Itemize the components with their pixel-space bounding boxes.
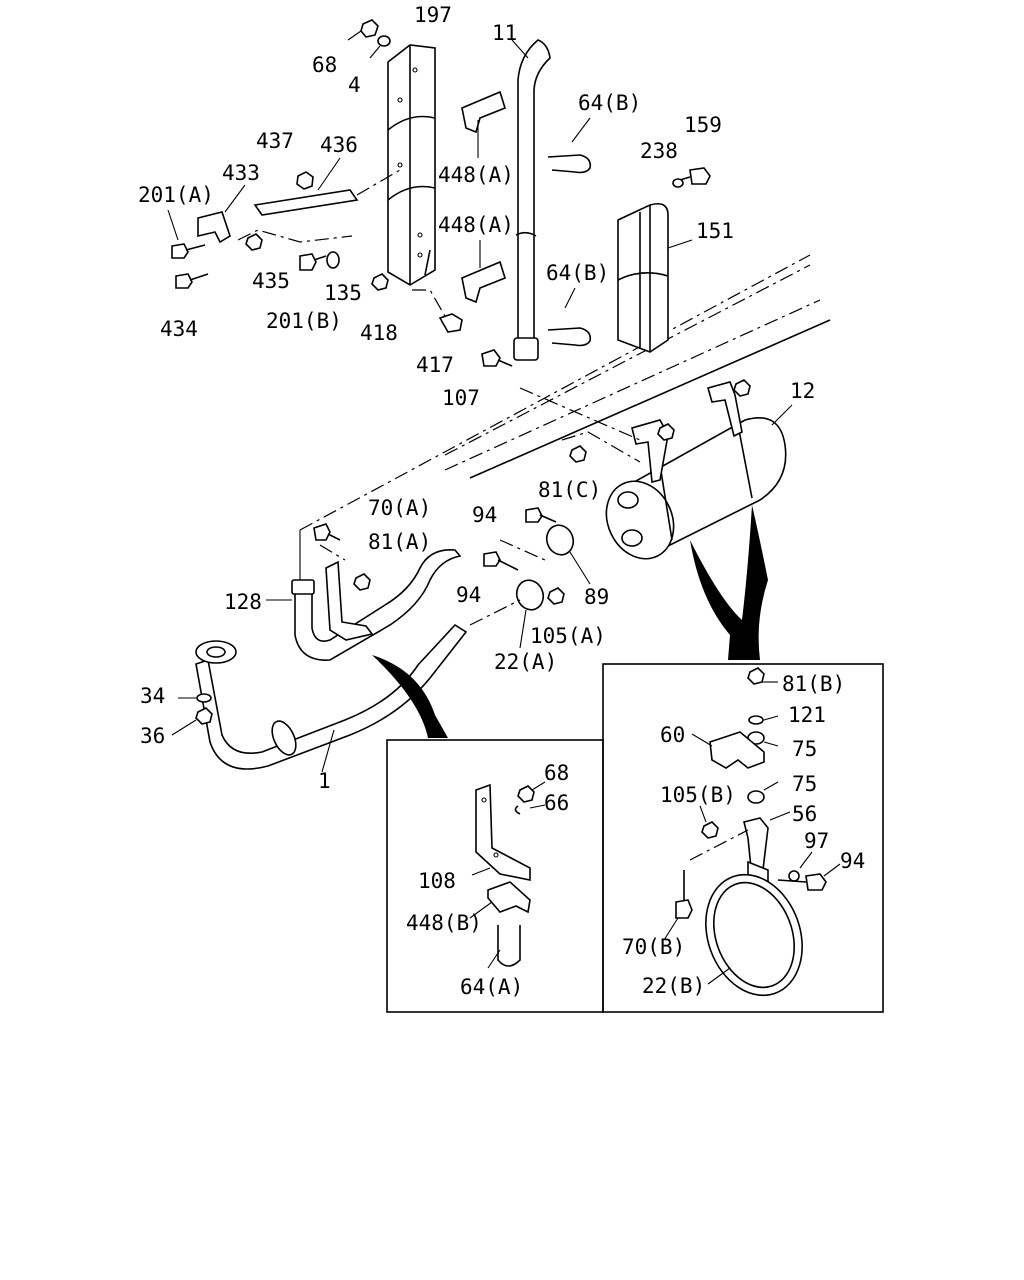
label-435: 435 <box>252 269 290 293</box>
nut-68-top <box>347 19 379 41</box>
label-60: 60 <box>660 723 685 747</box>
label-70b: 70(B) <box>622 935 685 959</box>
label-151: 151 <box>696 219 734 243</box>
label-89: 89 <box>584 585 609 609</box>
label-448a-middle: 448(A) <box>438 213 514 237</box>
part-labels: 197 68 4 11 64(B) 437 436 433 201(A) 448… <box>138 3 865 999</box>
label-68-top: 68 <box>312 53 337 77</box>
label-238: 238 <box>640 139 678 163</box>
label-433: 433 <box>222 161 260 185</box>
bolt-107 <box>481 349 513 367</box>
heat-shield-151 <box>617 202 693 353</box>
bracket-197 <box>387 44 436 286</box>
label-105a: 105(A) <box>530 624 606 648</box>
label-36: 36 <box>140 724 165 748</box>
washer-34 <box>178 693 212 703</box>
label-121: 121 <box>788 703 826 727</box>
label-12: 12 <box>790 379 815 403</box>
label-94-upper: 94 <box>472 503 497 527</box>
washer-238 <box>672 178 684 188</box>
clamp-448a-middle <box>461 240 506 304</box>
label-64b-top: 64(B) <box>578 91 641 115</box>
label-75-upper: 75 <box>792 737 817 761</box>
label-197: 197 <box>414 3 452 27</box>
nut-437 <box>296 171 314 190</box>
washer-4 <box>369 35 391 59</box>
frame-rails <box>299 254 831 585</box>
label-201b: 201(B) <box>266 309 342 333</box>
label-81b: 81(B) <box>782 672 845 696</box>
label-434: 434 <box>160 317 198 341</box>
u-bolt-64b-top <box>547 117 592 174</box>
bolt-201b <box>299 253 327 271</box>
nut-418 <box>371 273 389 291</box>
label-34: 34 <box>140 684 165 708</box>
tail-pipe-11 <box>511 39 551 361</box>
clamp-22a <box>469 579 545 649</box>
muffler-hanger <box>631 379 751 484</box>
label-448b: 448(B) <box>406 911 482 935</box>
detail-box-left <box>386 739 604 1013</box>
nut-435 <box>245 233 263 251</box>
label-417: 417 <box>416 353 454 377</box>
label-1: 1 <box>318 769 331 793</box>
label-128: 128 <box>224 590 262 614</box>
nut-105a <box>547 587 565 605</box>
label-437: 437 <box>256 129 294 153</box>
bolt-94-upper <box>525 507 557 523</box>
nut-81c <box>561 431 641 463</box>
label-22a: 22(A) <box>494 650 557 674</box>
label-94-lower: 94 <box>456 583 481 607</box>
label-94-detail: 94 <box>840 849 865 873</box>
label-105b: 105(B) <box>660 783 736 807</box>
label-56: 56 <box>792 802 817 826</box>
label-81a: 81(A) <box>368 530 431 554</box>
label-448a-top: 448(A) <box>438 163 514 187</box>
label-107: 107 <box>442 386 480 410</box>
nut-36 <box>171 707 213 736</box>
label-418: 418 <box>360 321 398 345</box>
label-108: 108 <box>418 869 456 893</box>
bolt-94-lower <box>483 539 546 571</box>
clamp-89 <box>545 524 591 585</box>
label-70a: 70(A) <box>368 496 431 520</box>
bracket-433 <box>197 184 246 244</box>
bolt-434 <box>175 273 209 289</box>
brace-436 <box>253 157 401 216</box>
label-135: 135 <box>324 281 362 305</box>
muffler-12 <box>605 404 793 560</box>
bracket-front-pipe <box>313 523 374 641</box>
label-22b: 22(B) <box>642 974 705 998</box>
label-68-detail: 68 <box>544 761 569 785</box>
label-201a: 201(A) <box>138 183 214 207</box>
bolt-417 <box>412 289 463 333</box>
callout-arrows <box>372 505 768 738</box>
bolt-159 <box>679 167 711 185</box>
u-bolt-64b-middle <box>547 287 592 347</box>
label-97: 97 <box>804 829 829 853</box>
bolt-201a <box>167 209 206 259</box>
front-pipe-128 <box>266 549 462 661</box>
label-4: 4 <box>348 73 361 97</box>
clamp-448a-upper <box>461 90 506 158</box>
detail-box-right <box>602 663 884 1013</box>
label-64a: 64(A) <box>460 975 523 999</box>
label-64b-middle: 64(B) <box>546 261 609 285</box>
label-11: 11 <box>492 21 517 45</box>
label-81c: 81(C) <box>538 478 601 502</box>
washer-135 <box>326 251 340 269</box>
label-436: 436 <box>320 133 358 157</box>
label-75-lower: 75 <box>792 772 817 796</box>
label-66: 66 <box>544 791 569 815</box>
label-159: 159 <box>684 113 722 137</box>
